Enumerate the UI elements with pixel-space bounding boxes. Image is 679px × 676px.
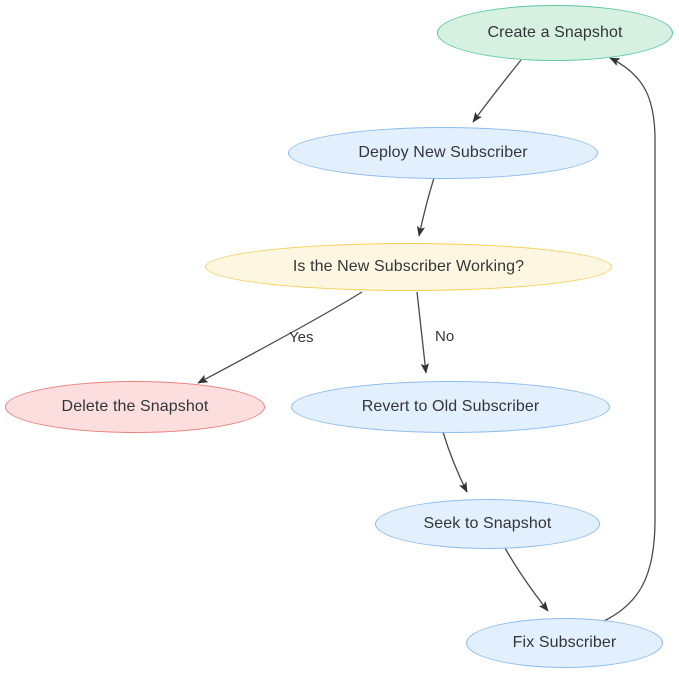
node-label-deploy-new-subscriber: Deploy New Subscriber: [358, 144, 528, 161]
node-label-delete-the-snapshot: Delete the Snapshot: [61, 398, 209, 415]
edge-label-no: No: [435, 328, 455, 345]
node-is-new-subscriber-working[interactable]: Is the New Subscriber Working?: [205, 243, 612, 291]
node-delete-the-snapshot[interactable]: Delete the Snapshot: [5, 381, 265, 433]
node-label-create-snapshot: Create a Snapshot: [487, 24, 623, 41]
edge-deploy-to-decision: [416, 177, 435, 237]
node-label-revert-to-old-subscriber: Revert to Old Subscriber: [361, 398, 540, 415]
edge-decision-yes: [197, 291, 363, 384]
node-deploy-new-subscriber[interactable]: Deploy New Subscriber: [288, 127, 598, 179]
edge-fix-to-create: [603, 57, 656, 622]
node-create-snapshot[interactable]: Create a Snapshot: [437, 5, 673, 61]
edge-revert-to-seek: [442, 431, 468, 493]
node-label-seek-to-snapshot: Seek to Snapshot: [423, 515, 552, 532]
node-label-fix-subscriber: Fix Subscriber: [512, 634, 617, 651]
node-fix-subscriber[interactable]: Fix Subscriber: [466, 618, 663, 668]
node-seek-to-snapshot[interactable]: Seek to Snapshot: [375, 499, 600, 549]
node-label-is-new-subscriber-working: Is the New Subscriber Working?: [292, 258, 525, 275]
edge-label-yes: Yes: [289, 329, 314, 346]
edge-seek-to-fix: [504, 547, 549, 612]
edge-create-to-deploy: [472, 59, 522, 123]
edge-decision-no: [416, 291, 429, 374]
node-revert-to-old-subscriber[interactable]: Revert to Old Subscriber: [291, 381, 610, 433]
